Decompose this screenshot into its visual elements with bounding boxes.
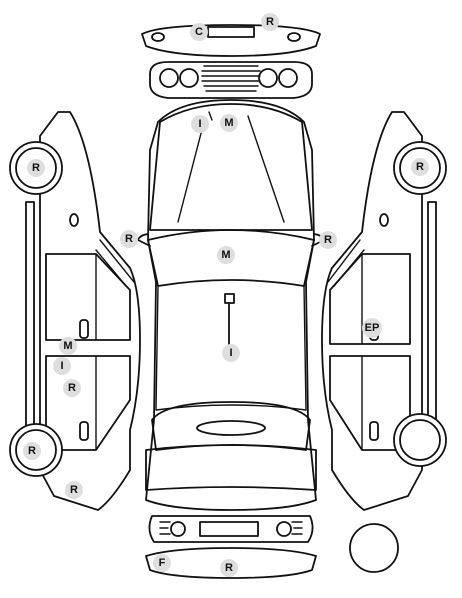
marker-left-rear-wheel[interactable]: R [23,442,41,460]
right-side-view [321,111,447,511]
marker-left-front-wheel[interactable]: R [27,159,45,177]
svg-text:EP: EP [365,322,380,334]
marker-left-rear-door[interactable]: R [63,379,81,397]
svg-text:R: R [324,234,332,246]
marker-left-door-lower[interactable]: I [53,357,71,375]
rear-lights [148,515,314,543]
svg-text:M: M [221,249,230,261]
marker-left-door-middle[interactable]: M [59,337,77,355]
svg-text:F: F [159,557,166,569]
marker-left-rear-quarter[interactable]: R [65,481,83,499]
marker-right-door[interactable]: EP [362,318,382,338]
svg-text:R: R [125,233,133,245]
marker-windshield-left[interactable]: I [191,115,209,133]
marker-windshield-center[interactable]: M [220,114,238,132]
marker-front-bumper-top-right[interactable]: R [261,13,279,31]
marker-hood-center[interactable]: M [217,246,235,264]
svg-text:R: R [28,445,36,457]
svg-text:R: R [32,162,40,174]
svg-text:M: M [224,117,233,129]
marker-right-front-wheel[interactable]: R [411,158,429,176]
marker-roof-center[interactable]: I [222,344,240,362]
svg-text:R: R [68,382,76,394]
svg-text:R: R [225,562,233,574]
marker-left-mirror[interactable]: R [120,230,138,248]
rear-bumper [145,547,317,579]
front-bumper [141,24,321,57]
marker-rear-bumper-left[interactable]: F [153,554,171,572]
svg-text:I: I [229,347,232,359]
svg-text:I: I [198,118,201,130]
svg-text:C: C [195,26,203,38]
svg-text:R: R [70,484,78,496]
front-grille [149,61,313,99]
svg-text:R: R [266,16,274,28]
svg-text:R: R [416,161,424,173]
spare-wheel [349,523,399,573]
marker-rear-bumper-center[interactable]: R [220,559,238,577]
car-body [145,99,317,511]
svg-text:I: I [60,360,63,372]
left-side-view [9,111,141,511]
marker-front-bumper-center[interactable]: C [190,23,208,41]
svg-text:M: M [63,340,72,352]
marker-right-mirror[interactable]: R [319,231,337,249]
